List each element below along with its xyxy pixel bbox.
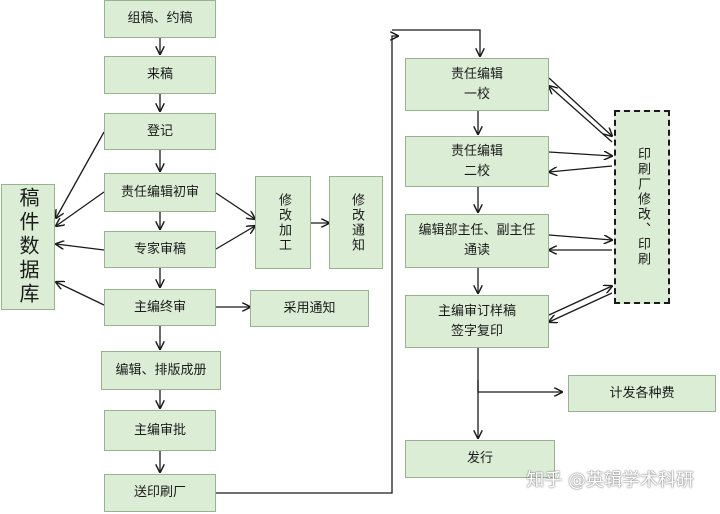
box-paiban: 编辑、排版成册 (101, 351, 221, 390)
arrow-zhuanjia-jiagong (215, 226, 255, 250)
box-zhuanjia: 专家审稿 (104, 231, 216, 268)
watermark-text: 知乎 @英辑学术科研 (526, 470, 694, 491)
box-dengji: 登记 (104, 113, 216, 150)
arrow-tongdu-ysc-a (548, 234, 612, 240)
box-chushen: 责任编辑初审 (104, 173, 216, 212)
box-feiyong: 计发各种费 (568, 375, 716, 412)
box-yangao: 主编审订样稿 签字复印 (405, 295, 549, 348)
arrow-top-into-yijiao (392, 29, 480, 56)
box-zugao: 组稿、约稿 (104, 0, 216, 38)
arrow-dengji-db (56, 131, 105, 218)
arrow-songyin-yijiao (216, 36, 398, 494)
arrow-zhongshen-db (56, 282, 105, 306)
box-yijiao: 责任编辑 一校 (405, 58, 549, 111)
box-xiugai-jiagong: 修改加工 (255, 176, 311, 269)
arrow-zhuanjia-db (56, 244, 105, 251)
box-yinshuachang: 印刷厂修改、印刷 (614, 110, 670, 304)
box-database: 稿件数据库 (1, 184, 55, 310)
arrow-yangao-ysc-b (549, 292, 613, 322)
arrow-chushen-db (56, 191, 105, 226)
box-xiugai-tongzhi: 修改通知 (329, 176, 383, 269)
arrow-yangao-ysc-a (548, 286, 612, 316)
arrow-yijiao-ysc-b (549, 86, 613, 143)
box-songyin: 送印刷厂 (104, 474, 216, 512)
arrow-erjiao-ysc-b (549, 165, 613, 172)
box-tongdu: 编辑部主任、副主任 通读 (405, 214, 549, 268)
box-caiyong: 采用通知 (250, 290, 369, 327)
arrow-yijiao-ysc-a (548, 77, 612, 136)
arrow-erjiao-ysc-a (548, 152, 612, 156)
box-laigao: 来稿 (104, 56, 216, 94)
box-zhongshen: 主编终审 (104, 289, 216, 326)
arrow-chushen-jiagong (215, 192, 255, 219)
arrow-to-feiyong (477, 380, 562, 392)
box-fahang: 发行 (405, 440, 555, 478)
box-shenpi: 主编审批 (104, 410, 216, 451)
box-erjiao: 责任编辑 二校 (405, 136, 549, 187)
